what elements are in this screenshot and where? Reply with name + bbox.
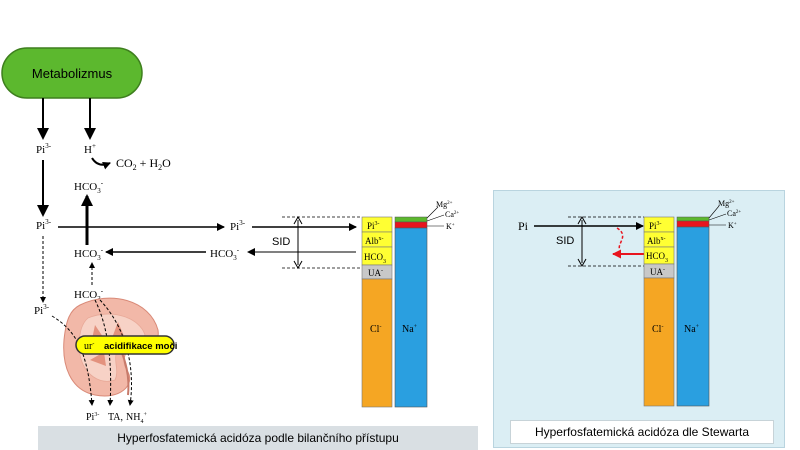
svg-text:Ca2+: Ca2+ [445, 210, 459, 219]
red-dashed-curve [616, 227, 624, 251]
out-nh4: NH4+ [126, 412, 147, 425]
svg-text:Pi3-: Pi3- [649, 221, 662, 231]
acidification-label: acidifikace moči [104, 341, 177, 352]
svg-text:UA-: UA- [650, 267, 665, 277]
svg-text:Mg2+: Mg2+ [718, 199, 735, 208]
sid-right: SID [556, 235, 574, 247]
out-ta: TA, [108, 412, 123, 423]
svg-text:Albx-: Albx- [647, 236, 666, 246]
h-plus: H+ [84, 142, 96, 156]
svg-text:Pi3-: Pi3- [367, 221, 380, 231]
pi-low: Pi3- [34, 303, 50, 317]
svg-text:Mg2+: Mg2+ [436, 200, 453, 209]
ur-label: ur- [84, 341, 94, 352]
hco3-mid: HCO3- [74, 246, 104, 262]
metabolism-label: Metabolizmus [32, 66, 113, 81]
out-pi: Pi3- [86, 412, 99, 423]
caption-left: Hyperfosfatemická acidóza podle bilanční… [38, 426, 478, 450]
pi-mid: Pi3- [36, 218, 52, 232]
co2-h2o: CO2+ H2O [116, 156, 171, 172]
svg-text:HCO3: HCO3 [364, 252, 386, 265]
metabolism-node: Metabolizmus [1, 47, 143, 99]
svg-text:Na+: Na+ [402, 324, 418, 335]
svg-text:Albx-: Albx- [365, 236, 384, 246]
hco3-top: HCO3- [74, 179, 104, 195]
arrow-h-co2 [91, 157, 111, 170]
sid-left: SID [272, 236, 290, 248]
arrow-kidney-nh4 [99, 299, 134, 406]
acidification-badge: ur- acidifikace moči [75, 335, 177, 355]
pi-stewart: Pi [518, 219, 529, 233]
svg-text:UA-: UA- [368, 268, 383, 278]
svg-text:Ca2+: Ca2+ [727, 209, 741, 218]
gamblegram-left: Pi3- Albx- HCO3 UA- Cl- Na+ Mg2+ Ca2+ K+ [361, 200, 459, 408]
pi-right: Pi3- [230, 219, 246, 233]
pi-top: Pi3- [36, 142, 52, 156]
stewart-panel [493, 190, 785, 448]
hco3-right: HCO3- [210, 246, 240, 262]
svg-text:K+: K+ [728, 221, 737, 230]
svg-text:Cl-: Cl- [652, 324, 663, 335]
svg-text:K+: K+ [446, 222, 455, 231]
svg-text:Na+: Na+ [684, 324, 700, 335]
svg-text:Cl-: Cl- [370, 324, 381, 335]
caption-right: Hyperfosfatemická acidóza dle Stewarta [510, 420, 774, 444]
gamblegram-right: Pi3- Albx- HCO3 UA- Cl- Na+ Mg2+ Ca2+ K+ [643, 199, 741, 407]
svg-text:HCO3: HCO3 [646, 251, 668, 264]
